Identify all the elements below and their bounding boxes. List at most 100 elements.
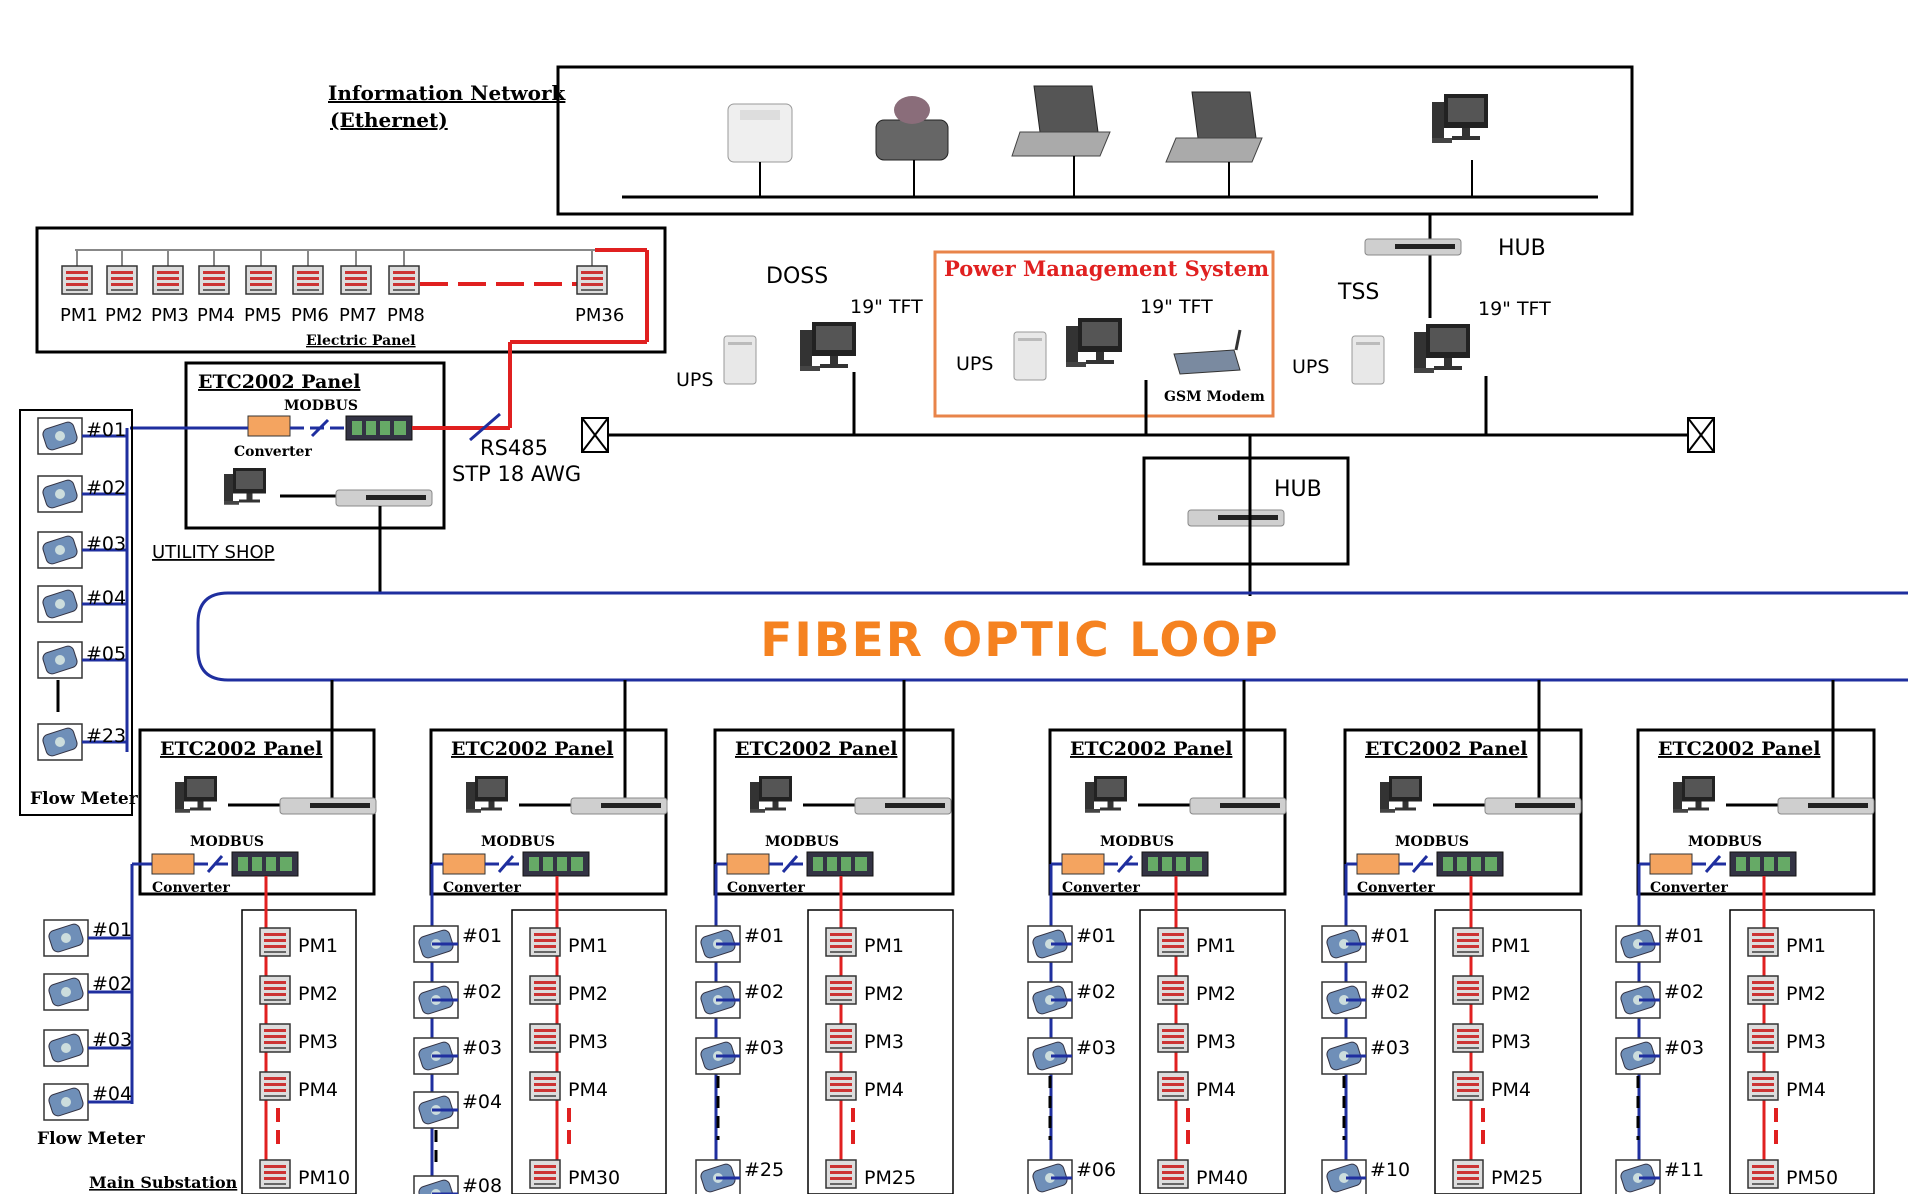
flow-meter-label: #05: [86, 643, 126, 665]
power-meter-label: PM1: [1196, 935, 1236, 957]
information-network: Information Network (Ethernet): [328, 65, 1634, 216]
converter-box: [151, 853, 195, 875]
etc2002-device-icon: [1436, 851, 1504, 877]
power-meter-label: PM2: [1786, 983, 1826, 1005]
power-meter-label: PM2: [1491, 983, 1531, 1005]
power-meter-label: PM4: [1786, 1079, 1826, 1101]
power-meter-label: PM3: [1786, 1031, 1826, 1053]
flow-meter-label: #04: [86, 587, 126, 609]
doss-station: DOSS 19" TFT UPS: [676, 264, 923, 435]
power-meter-icon: [1452, 1159, 1484, 1189]
converter-label: Converter: [727, 880, 805, 896]
hub-top: HUB: [1364, 236, 1546, 261]
flow-meter-label: #01: [462, 925, 502, 947]
pms-tft-label: 19" TFT: [1140, 296, 1213, 318]
power-meter-icon: [529, 927, 561, 957]
computer-icon: [750, 776, 792, 813]
substation-6: ETC2002 PanelMODBUSConverterPM1PM2PM3PM4…: [1615, 680, 1876, 1194]
flow-meter-label: #03: [1076, 1037, 1116, 1059]
inkjet-printer-icon: [875, 96, 949, 197]
doss-label: DOSS: [766, 264, 828, 289]
power-meter-icon: [529, 975, 561, 1005]
modbus-label: MODBUS: [1688, 834, 1762, 850]
power-meter-icon: [529, 1071, 561, 1101]
power-meter-icon: [529, 1023, 561, 1053]
flow-meter-label: #03: [86, 533, 126, 555]
power-meter-label: PM1: [298, 935, 338, 957]
converter-label: Converter: [152, 880, 230, 896]
power-meter-icon: [388, 265, 420, 295]
fiber-optic-loop-label: FIBER OPTIC LOOP: [760, 613, 1280, 668]
power-meter-icon: [106, 265, 138, 295]
desktop-computer-icon: [1432, 94, 1488, 197]
flow-meter-label: #04: [92, 1083, 132, 1105]
switch-icon: [854, 797, 952, 815]
info-network-title: Information Network: [328, 81, 567, 105]
flow-meter-label: #10: [1370, 1159, 1410, 1181]
doss-ups-label: UPS: [676, 369, 713, 391]
converter-label: Converter: [443, 880, 521, 896]
panel-title: ETC2002 Panel: [198, 371, 360, 393]
power-meter-label: PM4: [197, 305, 235, 326]
power-meter-label: PM2: [1196, 983, 1236, 1005]
flow-meter-icon: [43, 973, 89, 1011]
power-meter-icon: [259, 927, 291, 957]
power-meter-icon: [825, 1071, 857, 1101]
power-meter-icon: [1452, 927, 1484, 957]
control-room-bus: [581, 417, 1715, 453]
power-meter-label: PM8: [387, 305, 425, 326]
power-meter-icon: [259, 1023, 291, 1053]
power-meter-icon: [292, 265, 324, 295]
power-meter-icon: [825, 927, 857, 957]
info-network-subtitle: (Ethernet): [330, 108, 448, 132]
flow-meter-label: #01: [1370, 925, 1410, 947]
power-meter-label: PM1: [60, 305, 98, 326]
pms-ups-label: UPS: [956, 353, 993, 375]
power-meter-label: PM4: [1491, 1079, 1531, 1101]
modbus-label: MODBUS: [481, 834, 555, 850]
substation-4: ETC2002 PanelMODBUSConverterPM1PM2PM3PM4…: [1027, 680, 1287, 1194]
power-meter-label: PM4: [864, 1079, 904, 1101]
info-network-box: [556, 65, 1634, 216]
power-meter-label: PM3: [1196, 1031, 1236, 1053]
power-meter-icon: [259, 1159, 291, 1189]
ups-icon: [1351, 335, 1385, 385]
power-meter-icon: [1747, 1159, 1779, 1189]
flow-meter-label: #02: [92, 973, 132, 995]
flow-meter-caption: Flow Meter: [30, 789, 139, 809]
power-meter-label: PM3: [568, 1031, 608, 1053]
etc2002-device-icon: [1729, 851, 1797, 877]
power-meter-icon: [825, 975, 857, 1005]
flow-meter-icon: [37, 531, 83, 569]
power-meter-icon: [1157, 975, 1189, 1005]
flow-meter-icon: [43, 1029, 89, 1067]
power-meter-label: PM36: [575, 305, 624, 326]
power-meter-label: PM40: [1196, 1167, 1248, 1189]
flow-meter-label: #01: [86, 419, 126, 441]
power-meter-label: PM50: [1786, 1167, 1838, 1189]
rs485-label: RS485: [480, 436, 548, 460]
panel-title: ETC2002 Panel: [451, 738, 613, 760]
flow-meter-caption-main: Flow Meter: [37, 1129, 146, 1149]
power-meter-label: PM30: [568, 1167, 620, 1189]
panel-title: ETC2002 Panel: [160, 738, 322, 760]
power-meter-label: PM1: [864, 935, 904, 957]
power-management-system: Power Management System 19" TFT UPS GSM …: [933, 250, 1275, 435]
etc2002-device-icon: [522, 851, 590, 877]
flow-meter-label: #03: [1370, 1037, 1410, 1059]
computer-icon: [466, 776, 508, 813]
flow-meter-icon: [37, 417, 83, 455]
flow-meter-label: #02: [462, 981, 502, 1003]
gsm-modem-icon: [1173, 329, 1242, 375]
power-meter-label: PM3: [1491, 1031, 1531, 1053]
power-meter-label: PM4: [1196, 1079, 1236, 1101]
computer-icon: [1066, 318, 1122, 367]
power-meter-label: PM7: [339, 305, 377, 326]
power-meter-icon: [1157, 1159, 1189, 1189]
power-meter-icon: [1747, 1023, 1779, 1053]
power-meter-icon: [198, 265, 230, 295]
converter-box: [442, 853, 486, 875]
tss-tft-label: 19" TFT: [1478, 298, 1551, 320]
